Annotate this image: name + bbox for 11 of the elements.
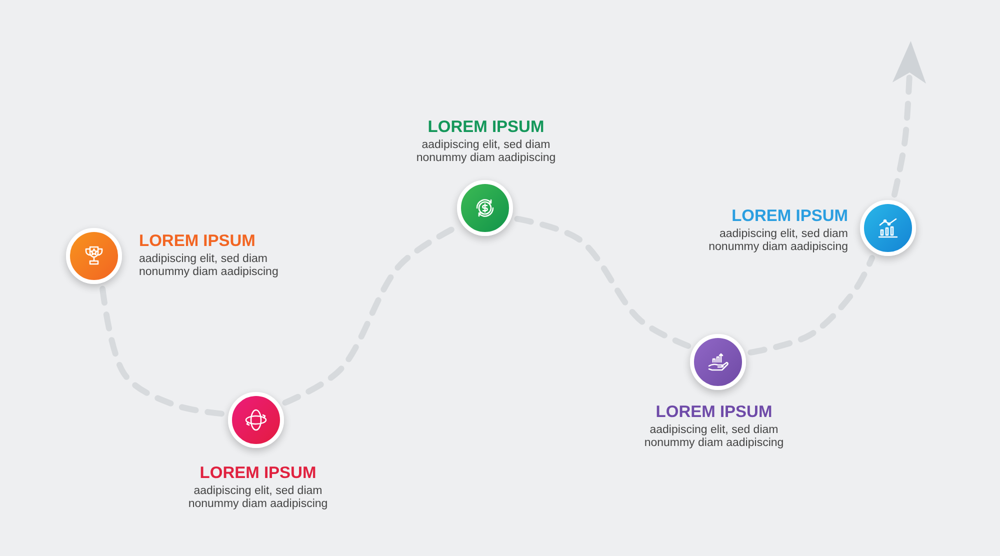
step-title: LOREM IPSUM <box>654 403 774 421</box>
step-title: LOREM IPSUM <box>730 207 848 225</box>
step-description: aadipiscing elit, sed diam nonummy diam aadipiscing <box>187 485 329 511</box>
step-title: LOREM IPSUM <box>426 118 546 136</box>
dashed-path-arrow <box>891 41 926 198</box>
step-title: LOREM IPSUM <box>139 232 256 250</box>
step-description: aadipiscing elit, sed diam nonummy diam aadipiscing <box>139 253 280 279</box>
step-description: aadipiscing elit, sed diam nonummy diam aadipiscing <box>415 139 557 165</box>
step-description: aadipiscing elit, sed diam nonummy diam aadipiscing <box>643 424 785 450</box>
step-title: LOREM IPSUM <box>198 464 318 482</box>
step-description: aadipiscing elit, sed diam nonummy diam aadipiscing <box>708 228 848 254</box>
